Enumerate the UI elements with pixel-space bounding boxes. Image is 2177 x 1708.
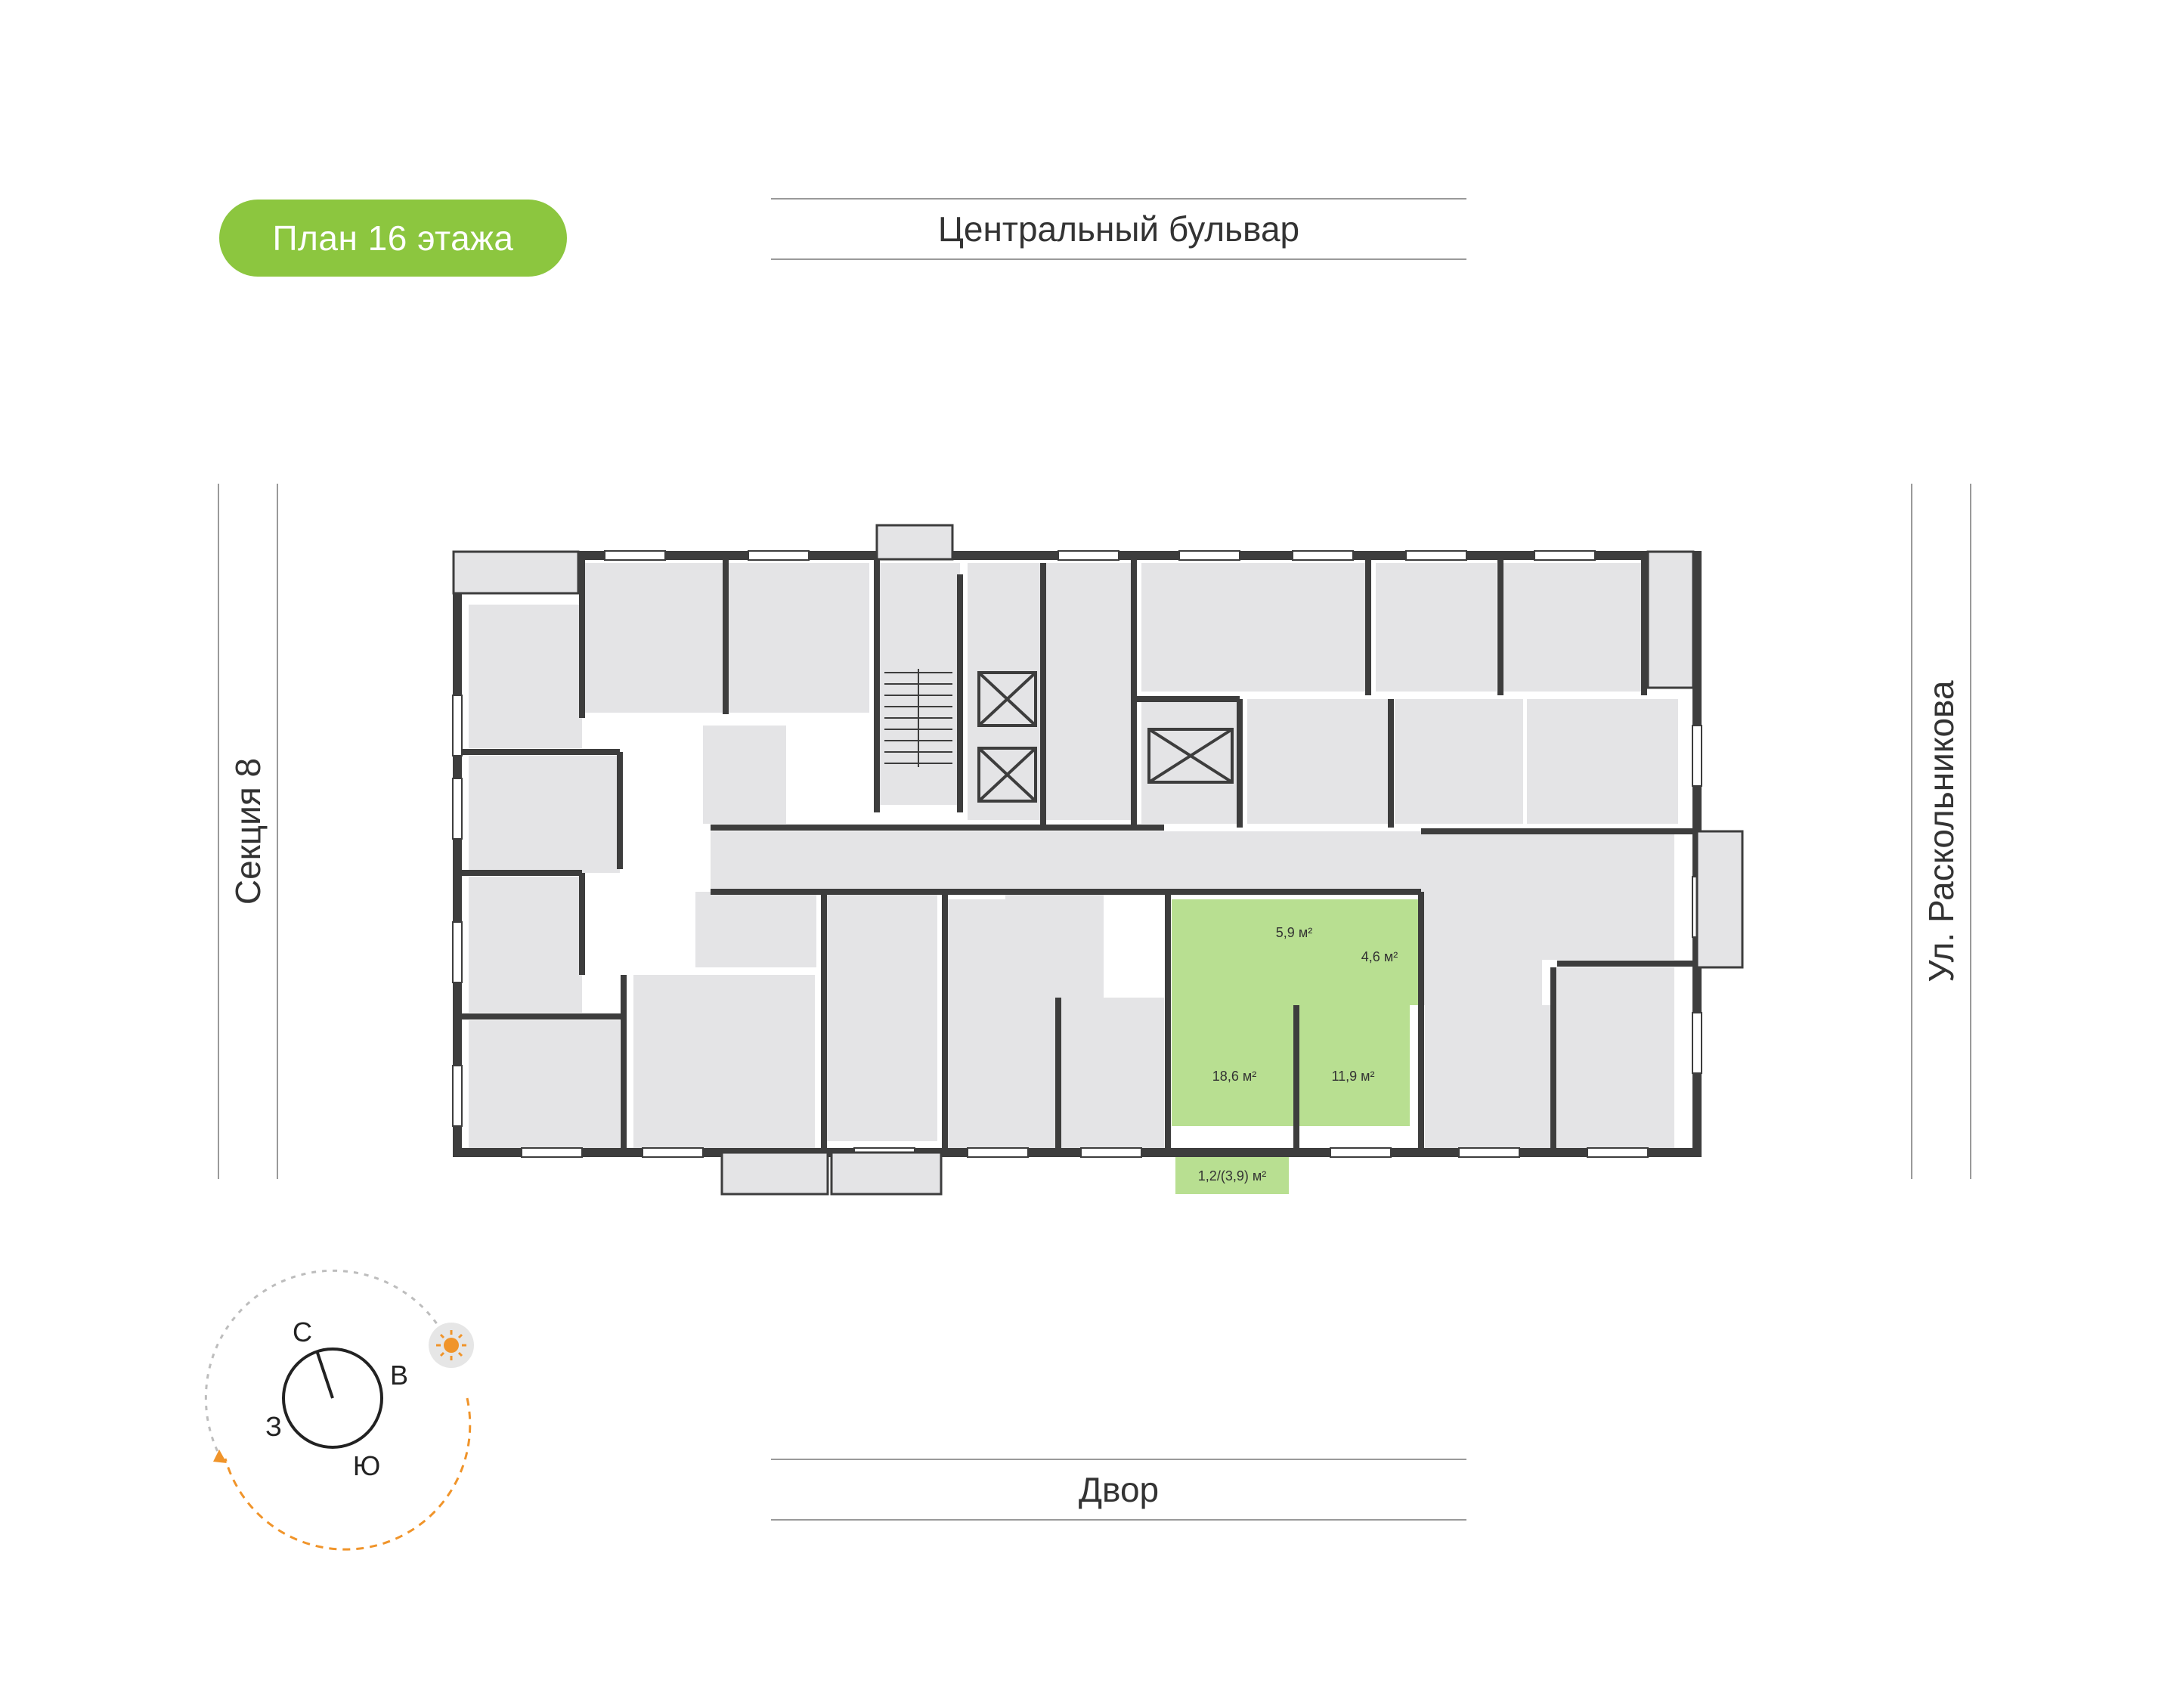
room	[469, 877, 582, 1013]
balcony	[1646, 550, 1695, 689]
room	[703, 726, 786, 824]
room	[1141, 563, 1368, 692]
room	[1376, 563, 1497, 692]
room-fills	[469, 563, 1678, 1149]
area-label-balcony: 1,2/(3,9) м²	[1198, 1168, 1266, 1184]
room	[695, 892, 816, 967]
elevator	[977, 671, 1037, 727]
apartment-bath[interactable]	[1349, 899, 1421, 1005]
room	[1395, 699, 1523, 824]
room	[1527, 699, 1678, 824]
balcony	[875, 524, 954, 561]
elevator	[1147, 728, 1234, 784]
balcony	[452, 550, 580, 595]
stair-steps	[884, 669, 952, 767]
corridor	[711, 831, 1421, 892]
elevator	[977, 747, 1037, 803]
room	[726, 563, 869, 713]
area-label-room-b: 11,9 м²	[1331, 1069, 1374, 1084]
room	[824, 892, 937, 1141]
room	[633, 975, 815, 1149]
balconies	[452, 524, 1744, 1196]
street-label-top: Центральный бульвар	[771, 198, 1466, 260]
room	[1051, 563, 1134, 676]
apartment-labels: 18,6 м² 11,9 м² 5,9 м² 4,6 м² 1,2/(3,9) …	[1198, 925, 1398, 1184]
elevators	[977, 671, 1234, 803]
highlighted-apartment[interactable]	[1172, 899, 1421, 1194]
apartment-room-b[interactable]	[1296, 1005, 1410, 1126]
room	[1500, 563, 1644, 692]
floor-plan-badge: План 16 этажа	[219, 200, 567, 277]
room	[945, 1005, 1058, 1149]
room	[469, 605, 582, 748]
interior-walls	[461, 559, 1693, 1149]
room	[1141, 699, 1240, 824]
balcony	[1695, 830, 1744, 969]
room	[1247, 699, 1391, 824]
room	[1058, 998, 1164, 1149]
apartment-balcony[interactable]	[1175, 1153, 1289, 1194]
room	[469, 1020, 620, 1149]
area-label-hall: 5,9 м²	[1276, 925, 1312, 940]
balcony	[830, 1151, 943, 1196]
area-label-bath: 4,6 м²	[1361, 949, 1398, 964]
balcony	[720, 1151, 829, 1196]
apartment-hall[interactable]	[1255, 899, 1349, 1009]
street-label-bottom: Двор	[771, 1459, 1466, 1521]
area-label-room-a: 18,6 м²	[1212, 1069, 1256, 1084]
room	[1557, 967, 1674, 1149]
street-band-left: Секция 8	[218, 484, 278, 1179]
room	[584, 563, 724, 713]
room	[1421, 892, 1542, 1005]
street-band-right: Ул. Раскольникова	[1911, 484, 1971, 1179]
room	[1425, 1005, 1553, 1149]
room	[469, 756, 620, 873]
room	[1005, 892, 1104, 998]
